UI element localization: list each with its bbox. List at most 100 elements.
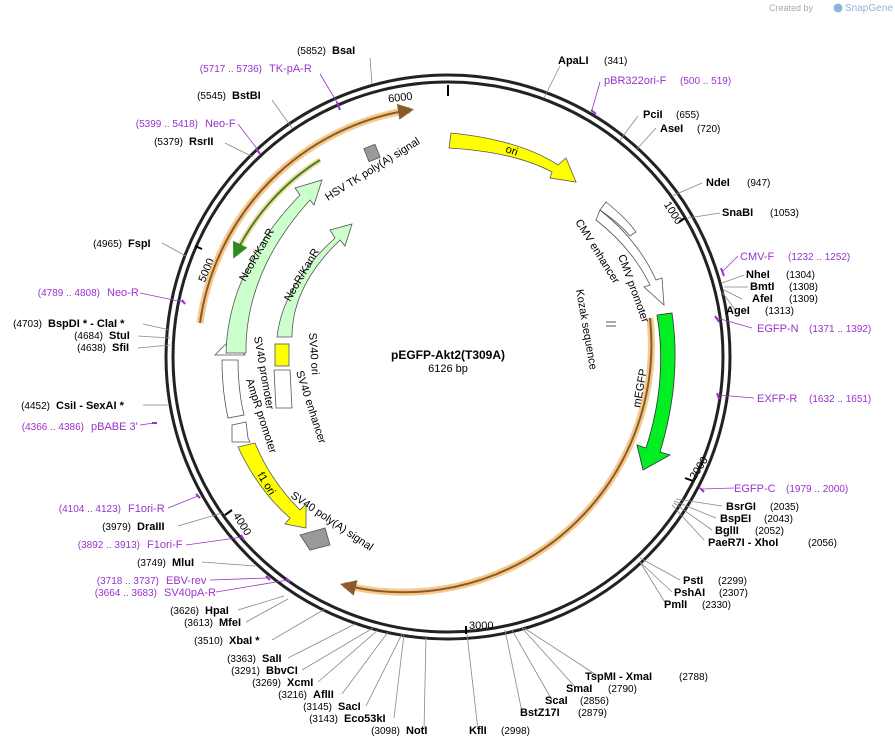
site-name-aflii: AflII <box>313 689 334 701</box>
tick-label-1000: 1000 <box>661 200 684 227</box>
primer-range-cmv-f: (1232 .. 1252) <box>788 252 850 263</box>
snapgene-logo-icon <box>833 3 843 13</box>
cmv-arrow <box>595 209 665 306</box>
site-name-afei: AfeI <box>752 293 773 305</box>
primer-name-ebv-rev: EBV-rev <box>166 575 207 587</box>
ori-arrow <box>448 132 577 183</box>
site-name-bsai: BsaI <box>332 45 355 57</box>
site-name-draiii: DraIII <box>137 521 165 533</box>
f1-ori-arrow <box>237 442 307 529</box>
site-name-bstbi: BstBI <box>232 90 261 102</box>
primer-range-neo-f: (5399 .. 5418) <box>136 119 198 130</box>
tick-mark-2000 <box>684 477 694 482</box>
ampr-promoter-arrow <box>231 421 251 443</box>
site-name-pmli: PmlI <box>664 599 687 611</box>
site-pos-xcmi: (3269) <box>252 678 281 689</box>
site-pos-bstz17i: (2879) <box>578 708 607 719</box>
site-pos-nhei: (1304) <box>786 270 815 281</box>
site-pos-clai: (4703) <box>13 319 42 330</box>
site-name-nhei: NheI <box>746 269 770 281</box>
site-pos-scai: (2856) <box>580 696 609 707</box>
primer-name-cmv-f: CMV-F <box>740 251 775 263</box>
credit-prefix: Created by <box>769 3 814 13</box>
site-pos-afei: (1309) <box>789 294 818 305</box>
site-name-bstz17i: BstZ17I <box>520 707 560 719</box>
primer-range-neo-r: (4789 .. 4808) <box>38 288 100 299</box>
site-name-xbai: XbaI * <box>229 635 260 647</box>
site-name-asei: AseI <box>660 123 683 135</box>
site-name-xcmi: XcmI <box>287 677 313 689</box>
primer-labels: (5717 .. 5736) TK-pA-R (5399 .. 5418) Ne… <box>22 63 872 599</box>
site-pos-smai: (2790) <box>608 684 637 695</box>
plasmid-name: pEGFP-Akt2(T309A) <box>391 348 505 362</box>
site-name-eco53ki: Eco53kI <box>344 713 386 725</box>
site-pos-psti: (2299) <box>718 576 747 587</box>
primer-range-sv40pa-r: (3664 .. 3683) <box>95 588 157 599</box>
tick-label-3000: 3000 <box>469 620 493 632</box>
primer-name-f1ori-r: F1ori-R <box>128 503 165 515</box>
feature-label-sv40-ori: SV40 ori <box>306 332 321 375</box>
credit-brand: SnapGene <box>845 3 893 14</box>
tick-mark-4000 <box>224 509 233 516</box>
primer-range-ebv-rev: (3718 .. 3737) <box>97 576 159 587</box>
site-pos-xbai: (3510) <box>194 636 223 647</box>
site-name-mlui: MluI <box>172 557 194 569</box>
site-pos-noti: (3098) <box>371 726 400 737</box>
site-name-scai: ScaI <box>545 695 568 707</box>
primer-name-neo-f: Neo-F <box>205 118 236 130</box>
primer-range-egfp-n: (1371 .. 1392) <box>809 324 871 335</box>
site-pos-pcii: (655) <box>676 110 699 121</box>
site-pos-mfei: (3613) <box>184 618 213 629</box>
cmv-enhancer-box <box>599 201 637 237</box>
site-pos-aflii: (3216) <box>278 690 307 701</box>
site-pos-bstbi: (5545) <box>197 91 226 102</box>
leader-lines <box>137 57 748 731</box>
site-name-agei: AgeI <box>726 305 750 317</box>
orf-line-top <box>199 103 414 324</box>
site-pos-bsrgi: (2035) <box>770 502 799 513</box>
feature-label-neor-inner: NeoR/KanR <box>282 247 322 304</box>
megfp-arrow <box>636 312 676 471</box>
site-pos-stui: (4684) <box>74 331 103 342</box>
feature-label-sv40-enhancer: SV40 enhancer <box>293 369 328 445</box>
orf-line-main <box>340 317 653 596</box>
site-name-bsrgi: BsrGI <box>726 501 756 513</box>
primer-name-neo-r: Neo-R <box>107 287 139 299</box>
site-name-clai: BspDI * - ClaI * <box>48 318 125 330</box>
site-pos-ndei: (947) <box>747 178 770 189</box>
primer-range-pbr322ori-f: (500 .. 519) <box>680 76 731 87</box>
primer-name-f1ori-f: F1ori-F <box>147 539 183 551</box>
site-pos-saci: (3145) <box>303 702 332 713</box>
primer-name-egfp-n: EGFP-N <box>757 323 799 335</box>
site-pos-bmti: (1308) <box>789 282 818 293</box>
orf-arcs <box>196 103 655 596</box>
site-pos-bspei: (2043) <box>764 514 793 525</box>
tick-label-6000: 6000 <box>387 91 413 106</box>
neor-outer-arrow <box>225 179 323 354</box>
primer-name-pbr322ori-f: pBR322ori-F <box>604 75 667 87</box>
feature-label-kozak: Kozak sequence <box>573 288 599 370</box>
site-name-bglii: BglII <box>715 525 739 537</box>
site-pos-sexai: (4452) <box>21 401 50 412</box>
site-pos-sali: (3363) <box>227 654 256 665</box>
site-name-bbvci: BbvCI <box>266 665 298 677</box>
tick-label-4000: 4000 <box>230 511 253 538</box>
site-pos-bbvci: (3291) <box>231 666 260 677</box>
site-name-smai: SmaI <box>566 683 592 695</box>
plasmid-size: 6126 bp <box>428 363 468 375</box>
restriction-sites: (5852) BsaI (5545) BstBI (5379) RsrII (4… <box>13 45 837 737</box>
site-name-psti: PstI <box>683 575 703 587</box>
sv40-polya-box <box>299 527 331 551</box>
site-name-snabi: SnaBI <box>722 207 753 219</box>
primer-name-tk-pa-r: TK-pA-R <box>269 63 312 75</box>
site-name-noti: NotI <box>406 725 427 737</box>
site-name-hpai: HpaI <box>205 605 229 617</box>
site-pos-kfli: (2998) <box>501 726 530 737</box>
site-name-fspi: FspI <box>128 238 151 250</box>
backbone-inner-ring <box>171 80 725 634</box>
site-pos-rsrii: (5379) <box>154 137 183 148</box>
site-pos-bsai: (5852) <box>297 46 326 57</box>
site-pos-fspi: (4965) <box>93 239 122 250</box>
site-pos-pshai: (2307) <box>719 588 748 599</box>
